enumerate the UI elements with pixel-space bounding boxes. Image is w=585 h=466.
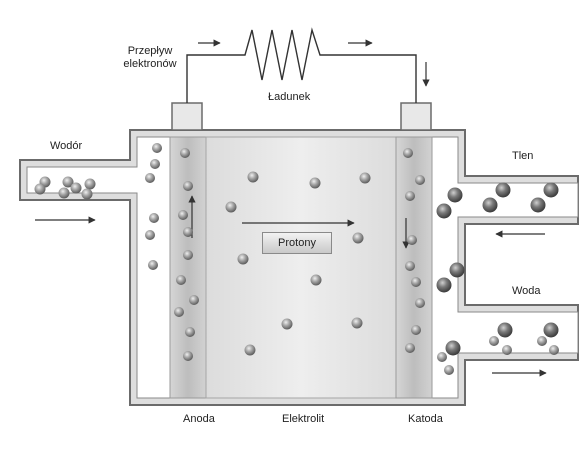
particle [310,274,322,286]
particle [183,227,193,237]
particle [150,159,160,169]
hydrogen-molecules [34,176,96,200]
water-molecules [437,322,559,375]
particle [81,188,93,200]
particle [84,178,96,190]
particle [178,210,188,220]
particle [34,183,46,195]
particle [148,260,158,270]
particle [403,148,413,158]
particle [543,322,559,338]
particle [405,343,415,353]
particle [174,307,184,317]
water-label: Woda [512,285,541,297]
anode-gas-particles [145,143,162,270]
particle [152,143,162,153]
particle [415,298,425,308]
electrolyte-label: Elektrolit [282,413,325,425]
protons-label: Protony [278,237,316,249]
particle [62,176,74,188]
particle [436,277,452,293]
protons-label-box: Protony [262,232,332,254]
particle [497,322,513,338]
particle [482,197,498,213]
particle [183,181,193,191]
load-label: Ładunek [268,91,311,103]
cathode-label: Katoda [408,413,443,425]
particle [502,345,512,355]
particle [411,325,421,335]
particle [180,148,190,158]
particle [411,277,421,287]
particle [281,318,293,330]
particle [530,197,546,213]
particle [309,177,321,189]
particle [351,317,363,329]
anode-particles [174,148,199,361]
particle [495,182,511,198]
particle [405,261,415,271]
particle [225,201,237,213]
particle [359,172,371,184]
cathode-particles [403,148,425,353]
hydrogen-label: Wodór [50,140,83,152]
particle [352,232,364,244]
particle [145,230,155,240]
particle [58,187,70,199]
particle [436,203,452,219]
anode-label: Anoda [183,413,215,425]
particle [149,213,159,223]
proton-particles [225,171,371,356]
electron-flow-label: Przepływ elektronów [123,45,177,70]
particle [543,182,559,198]
particle [237,253,249,265]
cathode-terminal [400,102,432,131]
particle [489,336,499,346]
particle [185,327,195,337]
particle [183,250,193,260]
particle [449,262,465,278]
particle [183,351,193,361]
external-circuit-wire [186,27,417,103]
particle [70,182,82,194]
particle [176,275,186,285]
particle [445,340,461,356]
particle [407,235,417,245]
particle [549,345,559,355]
particle [247,171,259,183]
particle [244,344,256,356]
particle [444,365,454,375]
particle [189,295,199,305]
particle [537,336,547,346]
particle [447,187,463,203]
particle [415,175,425,185]
particle [437,352,447,362]
oxygen-molecules [436,182,559,293]
anode-terminal [171,102,203,131]
oxygen-label: Tlen [512,150,534,162]
particle [405,191,415,201]
particle [145,173,155,183]
